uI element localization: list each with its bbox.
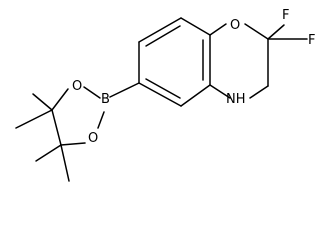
benzene-ring bbox=[138, 17, 211, 107]
aryl-boron-bond bbox=[109, 82, 140, 98]
oxygen-lower-label: O bbox=[88, 131, 98, 146]
fluorine-label-2: F bbox=[308, 33, 315, 48]
fluorine-label-1: F bbox=[282, 8, 289, 23]
boron-label: B bbox=[101, 92, 110, 107]
oxygen-upper-label: O bbox=[72, 79, 82, 94]
dioxaborolane-ring bbox=[51, 86, 105, 146]
methyl-bonds bbox=[15, 93, 70, 182]
oxazine-ring bbox=[209, 23, 269, 99]
nh-label: NH bbox=[226, 92, 246, 107]
molecule-structure: O F F NH B O O bbox=[15, 8, 315, 182]
oxygen-ring-label: O bbox=[230, 18, 240, 33]
fluorine-bonds bbox=[267, 24, 308, 40]
